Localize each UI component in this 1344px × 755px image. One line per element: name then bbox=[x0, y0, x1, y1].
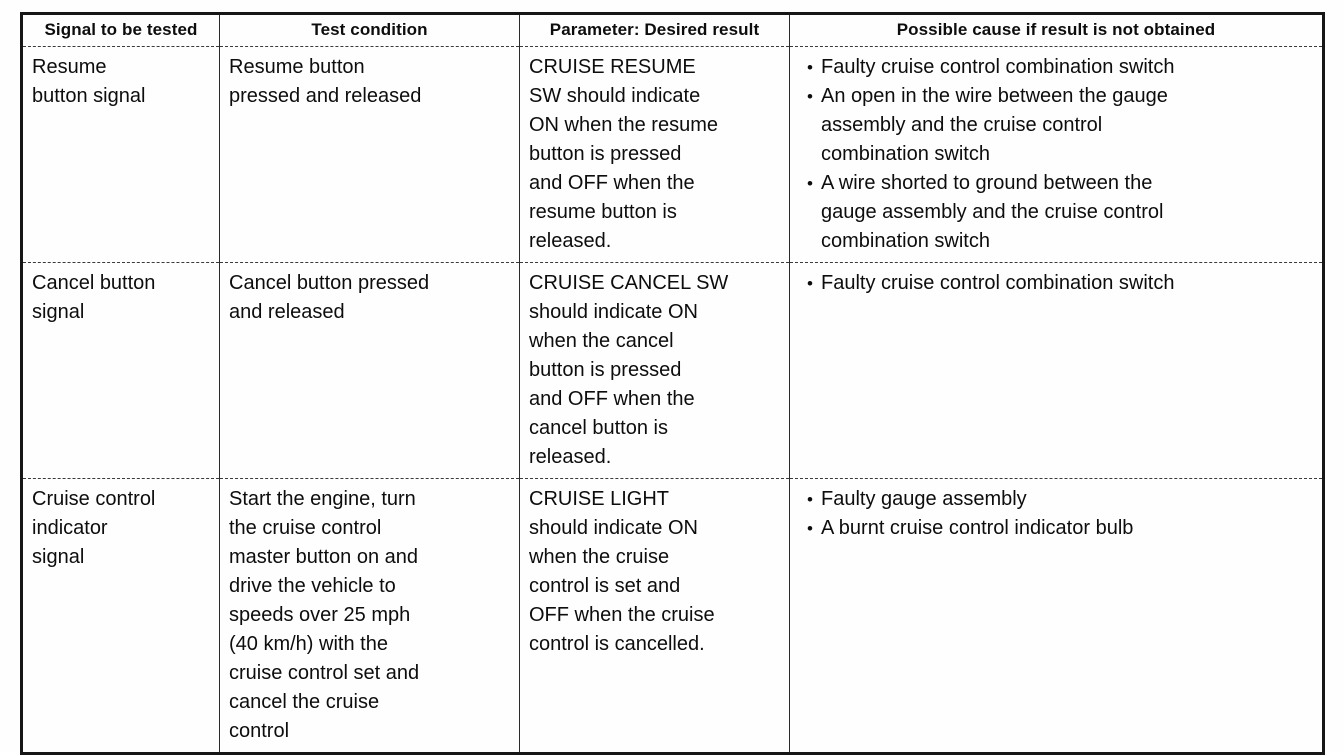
cause-list: • Faulty cruise control combination swit… bbox=[799, 269, 1312, 298]
cell-test-condition: Start the engine, turn the cruise contro… bbox=[219, 478, 520, 754]
bullet-icon: • bbox=[807, 58, 813, 77]
cause-item: • A wire shorted to ground between the g… bbox=[799, 169, 1312, 256]
cell-signal: Resume button signal bbox=[21, 46, 220, 263]
header-row: Signal to be tested Test condition Param… bbox=[21, 13, 1324, 47]
cause-text: Faulty cruise control combination switch bbox=[821, 56, 1175, 78]
table-row-cruise-indicator: Cruise control indicator signal Start th… bbox=[21, 478, 1324, 754]
cause-list: • Faulty gauge assembly • A burnt cruise… bbox=[799, 485, 1312, 543]
cause-item: • An open in the wire between the gauge … bbox=[799, 82, 1312, 169]
cell-test-condition: Resume button pressed and released bbox=[219, 46, 520, 263]
cell-signal: Cancel button signal bbox=[21, 262, 220, 479]
column-header-signal: Signal to be tested bbox=[21, 13, 220, 47]
table-row-cancel-button: Cancel button signal Cancel button press… bbox=[21, 262, 1324, 479]
cell-possible-causes: • Faulty gauge assembly • A burnt cruise… bbox=[789, 478, 1324, 754]
cause-item: • Faulty gauge assembly bbox=[799, 485, 1312, 514]
table-row-resume-button: Resume button signal Resume button press… bbox=[21, 46, 1324, 263]
cause-text: Faulty gauge assembly bbox=[821, 488, 1027, 510]
bullet-icon: • bbox=[807, 274, 813, 293]
cause-list: • Faulty cruise control combination swit… bbox=[799, 53, 1312, 256]
cell-desired-result: CRUISE LIGHT should indicate ON when the… bbox=[519, 478, 790, 754]
column-header-test-condition: Test condition bbox=[219, 13, 520, 47]
column-header-possible-cause: Possible cause if result is not obtained bbox=[789, 13, 1324, 47]
cell-possible-causes: • Faulty cruise control combination swit… bbox=[789, 46, 1324, 263]
cell-possible-causes: • Faulty cruise control combination swit… bbox=[789, 262, 1324, 479]
cause-text: A wire shorted to ground between the gau… bbox=[821, 172, 1164, 252]
cell-desired-result: CRUISE RESUME SW should indicate ON when… bbox=[519, 46, 790, 263]
column-header-desired-result: Parameter: Desired result bbox=[519, 13, 790, 47]
cause-item: • Faulty cruise control combination swit… bbox=[799, 269, 1312, 298]
cause-item: • A burnt cruise control indicator bulb bbox=[799, 514, 1312, 543]
cause-text: A burnt cruise control indicator bulb bbox=[821, 517, 1134, 539]
cell-test-condition: Cancel button pressed and released bbox=[219, 262, 520, 479]
cause-text: An open in the wire between the gauge as… bbox=[821, 85, 1168, 165]
cell-signal: Cruise control indicator signal bbox=[21, 478, 220, 754]
bullet-icon: • bbox=[807, 87, 813, 106]
diagnostic-table: Signal to be tested Test condition Param… bbox=[20, 12, 1325, 755]
cause-item: • Faulty cruise control combination swit… bbox=[799, 53, 1312, 82]
bullet-icon: • bbox=[807, 490, 813, 509]
bullet-icon: • bbox=[807, 519, 813, 538]
bullet-icon: • bbox=[807, 174, 813, 193]
cause-text: Faulty cruise control combination switch bbox=[821, 272, 1175, 294]
cell-desired-result: CRUISE CANCEL SW should indicate ON when… bbox=[519, 262, 790, 479]
